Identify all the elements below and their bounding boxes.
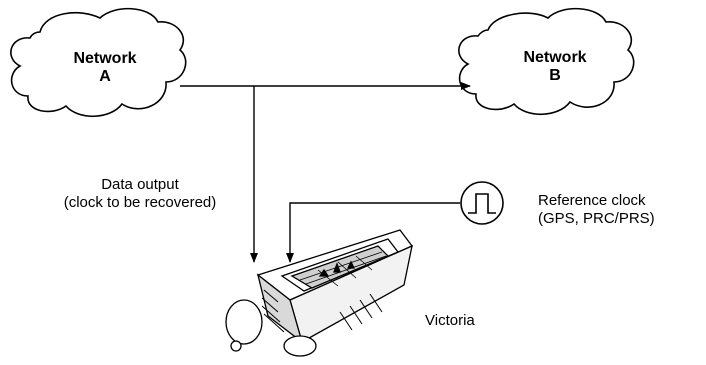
network-a-id: A <box>99 68 111 85</box>
reference-clock-arrow <box>286 202 460 263</box>
network-b-id: B <box>549 67 561 84</box>
network-b-title: Network <box>523 49 587 66</box>
square-wave-icon <box>468 193 496 214</box>
victoria-label: Victoria <box>425 312 525 330</box>
data-output-label: Data output (clock to be recovered) <box>40 176 240 212</box>
victoria-name: Victoria <box>425 312 475 329</box>
victoria-device-icon <box>225 229 414 357</box>
clock-symbol-circle <box>460 181 504 225</box>
data-output-title: Data output <box>101 176 179 193</box>
network-b-label: Network B <box>520 49 590 85</box>
network-b-cloud <box>458 7 635 115</box>
network-a-cloud <box>10 7 187 117</box>
network-a-label: Network A <box>70 50 140 86</box>
reference-clock-label: Reference clock (GPS, PRC/PRS) <box>538 192 688 228</box>
reference-clock-title: Reference clock <box>538 192 646 209</box>
data-output-subtitle: (clock to be recovered) <box>63 194 217 211</box>
network-a-title: Network <box>73 50 137 67</box>
reference-clock-subtitle: (GPS, PRC/PRS) <box>538 210 655 227</box>
